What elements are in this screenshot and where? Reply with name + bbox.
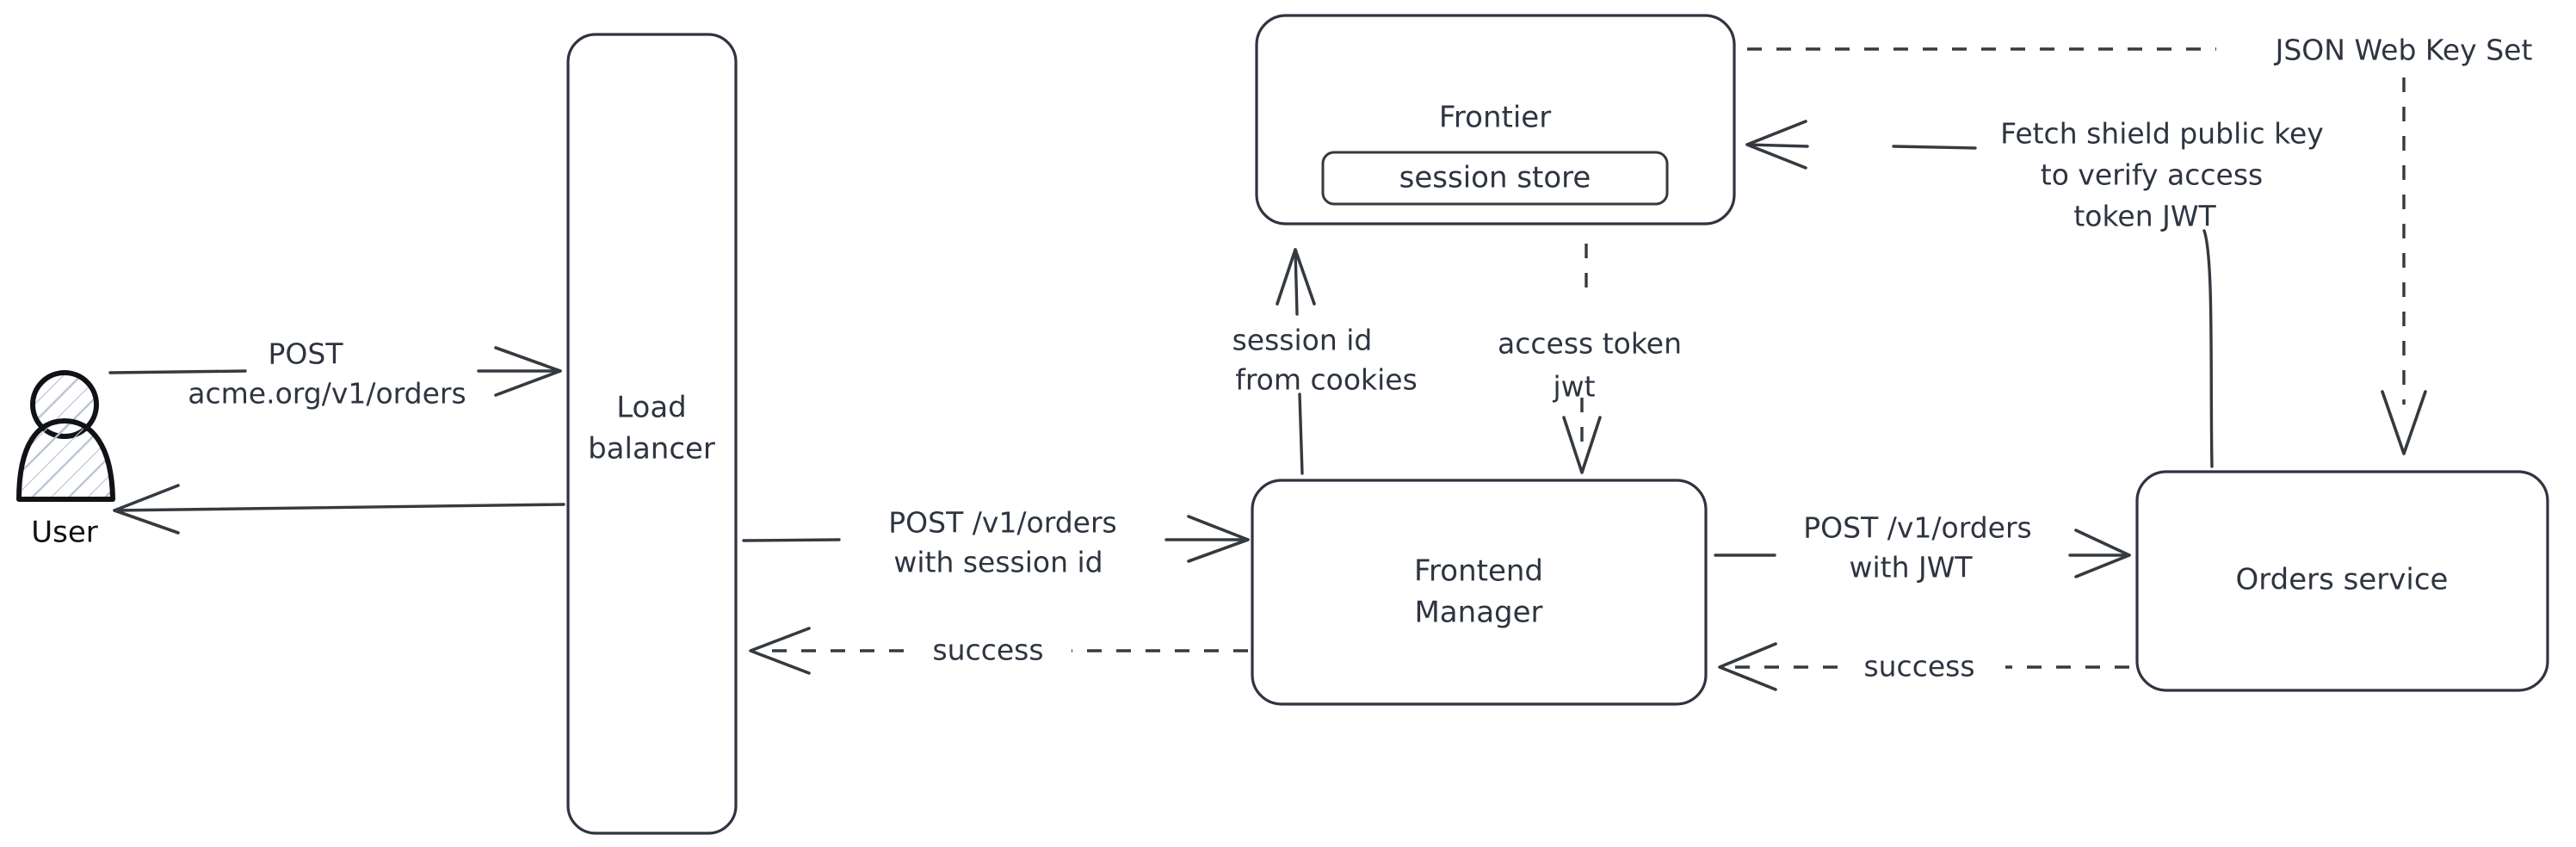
edge-frontier-to-frontend-manager: access token jwt — [1498, 244, 1682, 474]
edge-frontier-to-orders-service-jwks: JSON Web Key Set — [1747, 34, 2533, 455]
node-orders-service-label: Orders service — [2236, 563, 2449, 597]
node-frontier-label: Frontier — [1439, 101, 1551, 135]
node-session-store[interactable]: session store — [1321, 151, 1669, 206]
edge-frontier-to-fm-label-line1: access token — [1498, 327, 1682, 361]
edge-orders-to-frontier-label-line3: token JWT — [2073, 200, 2216, 233]
edge-fm-to-frontier-label-line2: from cookies — [1235, 363, 1418, 397]
edge-fm-to-orders-label-line2: with JWT — [1849, 551, 1973, 584]
edge-load-balancer-to-frontend-manager: POST /v1/orders with session id — [742, 506, 1250, 579]
node-orders-service[interactable]: Orders service — [2135, 470, 2549, 692]
edge-user-to-load-balancer: POST acme.org/v1/orders — [108, 337, 562, 411]
user-person-icon — [16, 370, 115, 502]
edge-fm-to-frontier-label-line1: session id — [1232, 324, 1373, 357]
node-load-balancer[interactable]: Load balancer — [566, 33, 738, 835]
node-frontend-manager-label-line1: Frontend — [1414, 554, 1543, 589]
edge-frontend-manager-to-frontier: session id from cookies — [1232, 248, 1418, 475]
edge-orders-to-frontier-label-line2: to verify access — [2041, 158, 2263, 192]
edge-lb-to-fm-label-line2: with session id — [893, 546, 1103, 579]
edge-frontier-to-orders-jwks-label: JSON Web Key Set — [2274, 34, 2533, 67]
node-frontend-manager[interactable]: Frontend Manager — [1251, 479, 1708, 706]
edge-orders-to-fm-success-label: success — [1863, 650, 1974, 683]
node-frontend-manager-label-line2: Manager — [1414, 596, 1542, 630]
edge-fm-to-lb-success-label: success — [932, 634, 1043, 667]
edge-frontier-to-fm-label-line2: jwt — [1552, 370, 1595, 404]
actor-user[interactable]: User — [16, 370, 115, 550]
edge-frontend-manager-to-load-balancer-success: success — [749, 627, 1248, 675]
node-session-store-label: session store — [1399, 161, 1591, 195]
edge-user-to-lb-label-line2: acme.org/v1/orders — [188, 377, 466, 411]
edge-fm-to-orders-label-line1: POST /v1/orders — [1803, 511, 2031, 545]
edge-orders-to-frontier-label-line1: Fetch shield public key — [2000, 117, 2324, 151]
edge-user-to-lb-label-line1: POST — [269, 337, 344, 371]
edge-orders-service-to-frontier-fetch-key: Fetch shield public key to verify access… — [1745, 117, 2324, 468]
edge-lb-to-fm-label-line1: POST /v1/orders — [888, 506, 1116, 540]
node-load-balancer-label-line1: Load — [616, 391, 687, 425]
node-frontier[interactable]: Frontier session store — [1255, 14, 1736, 226]
actor-user-label: User — [31, 516, 98, 550]
node-load-balancer-label-line2: balancer — [588, 432, 715, 467]
edge-load-balancer-to-user — [113, 484, 565, 535]
edge-frontend-manager-to-orders-service: POST /v1/orders with JWT — [1714, 511, 2131, 584]
edge-orders-service-to-frontend-manager-success: success — [1718, 642, 2129, 691]
